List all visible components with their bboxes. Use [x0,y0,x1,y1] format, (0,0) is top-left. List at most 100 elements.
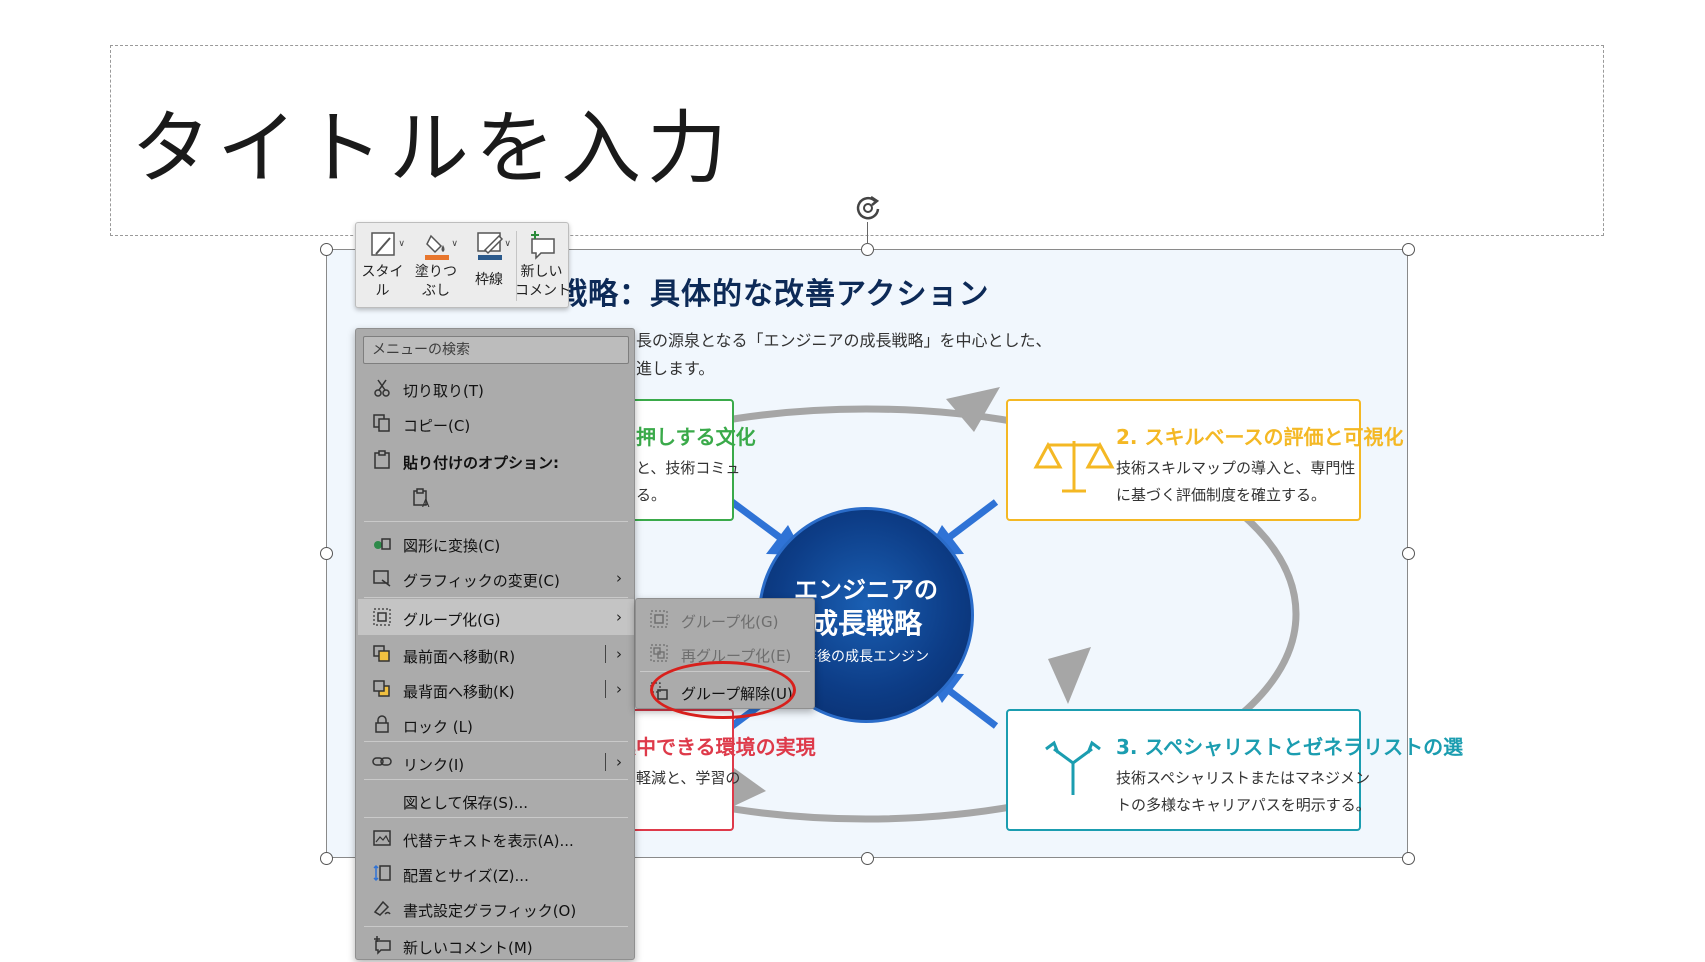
ring-arrowhead [946,387,1000,432]
resize-handle-top[interactable] [861,243,874,256]
change-graphic-icon [373,570,391,587]
card-text: 技術スキルマップの導入と、専門性 [1116,459,1356,477]
rotate-handle-icon[interactable] [853,193,883,223]
resize-handle-bottom-left[interactable] [320,852,333,865]
resize-handle-top-right[interactable] [1402,243,1415,256]
menu-item-new-comment[interactable]: 新しいコメント(M) [358,928,634,962]
regroup-icon [650,644,668,662]
menu-item-cut[interactable]: 切り取り(T) [358,371,634,405]
card-text: 軽減と、学習の [636,769,741,787]
resize-handle-bottom-right[interactable] [1402,852,1415,865]
resize-handle-top-left[interactable] [320,243,333,256]
paste-text-icon: A [413,488,430,510]
slide-subtitle: 進します。 [636,359,715,378]
menu-item-label: 図として保存(S)... [403,794,529,812]
size-position-icon [373,864,391,882]
card-title: 押しする文化 [636,425,756,449]
menu-item-label: グラフィックの変更(C) [403,572,560,590]
menu-item-send-to-back[interactable]: 最背面へ移動(K) › [358,672,634,706]
card-text: に基づく評価制度を確立する。 [1116,486,1327,504]
svg-text:A: A [422,497,430,510]
outline-button[interactable]: ∨ 枠線 [462,223,515,307]
copy-icon [373,414,390,432]
menu-item-size-position[interactable]: 配置とサイズ(Z)... [358,856,634,890]
menu-item-format-graphic[interactable]: 書式設定グラフィック(O) [358,891,634,925]
submenu-item-group[interactable]: グループ化(G) [637,603,815,635]
menu-item-label: 新しいコメント(M) [403,939,533,957]
new-comment-button[interactable]: 新しい コメント [515,223,571,307]
menu-separator [364,779,628,780]
menu-item-label: 図形に変換(C) [403,537,501,555]
group-icon [373,608,391,626]
chevron-right-icon[interactable]: › [616,680,622,698]
balance-scale-icon [1033,441,1115,493]
center-line1: エンジニアの [794,576,938,604]
lock-icon [375,715,389,733]
menu-item-label: グループ化(G) [403,611,501,629]
menu-item-convert-shape[interactable]: 図形に変換(C) [358,526,634,560]
fill-button[interactable]: ∨ 塗りつ ぶし [409,223,462,307]
new-comment-icon [374,936,391,955]
chevron-down-icon: ∨ [398,239,405,249]
bring-to-front-icon [373,645,390,662]
link-icon [372,757,392,766]
menu-item-copy[interactable]: コピー(C) [358,406,634,440]
menu-separator [364,741,628,742]
resize-handle-left[interactable] [320,547,333,560]
ring-arrowhead [1048,647,1091,704]
menu-separator [364,597,628,598]
chevron-right-icon[interactable]: › [616,645,622,663]
menu-item-save-as-picture[interactable]: 図として保存(S)... [358,783,634,817]
card-title: 集中できる環境の実現 [616,735,816,759]
slide-title: 長戦略：具体的な改善アクション [526,277,990,312]
resize-handle-right[interactable] [1402,547,1415,560]
blue-arrow [944,499,999,542]
convert-shape-icon [374,538,391,550]
menu-item-label: ロック (L) [403,718,473,736]
title-placeholder[interactable]: タイトルを入力 [110,45,1604,236]
rotate-stem [867,222,868,244]
menu-item-label: 最前面へ移動(R) [403,648,516,666]
new-comment-label: 新しい コメント [515,264,571,299]
card-skill-evaluation: 2. スキルベースの評価と可視化 技術スキルマップの導入と、専門性 に基づく評価… [1006,399,1403,521]
resize-handle-bottom[interactable] [861,852,874,865]
menu-item-group[interactable]: グループ化(G) › [358,599,634,635]
paste-option-keep-text[interactable]: A [358,481,634,515]
menu-search-input[interactable] [363,336,629,364]
new-comment-icon [531,231,555,260]
split-divider [605,753,606,771]
menu-item-paste-options: 貼り付けのオプション: [358,443,634,477]
menu-item-label: コピー(C) [403,417,471,435]
style-label: スタイ ル [361,264,404,299]
card-text: と、技術コミュ [636,459,741,477]
chevron-down-icon: ∨ [504,239,511,249]
menu-item-lock[interactable]: ロック (L) [358,707,634,741]
paint-bucket-icon [425,234,449,260]
fork-path-icon [1045,740,1101,795]
menu-item-alt-text[interactable]: 代替テキストを表示(A)... [358,821,634,855]
menu-item-label: 代替テキストを表示(A)... [403,832,574,850]
chevron-right-icon: › [616,569,622,587]
card-career-path: 3. スペシャリストとゼネラリストの選 技術スペシャリストまたはマネジメン トの… [1006,709,1463,831]
menu-item-label: 切り取り(T) [403,382,484,400]
split-divider [605,680,606,698]
card-title: 2. スキルベースの評価と可視化 [1116,425,1404,449]
menu-item-bring-to-front[interactable]: 最前面へ移動(R) › [358,637,634,671]
submenu-item-label: グループ化(G) [681,613,779,631]
slide-subtitle: 長の源泉となる「エンジニアの成長戦略」を中心とした、 [636,331,1052,350]
menu-item-change-graphic[interactable]: グラフィックの変更(C) › [358,561,634,595]
group-icon [650,610,668,628]
scissors-icon [374,379,390,397]
outline-label: 枠線 [475,272,503,288]
card-text: る。 [636,486,667,504]
menu-item-label: 貼り付けのオプション: [403,454,559,472]
menu-item-link[interactable]: リンク(I) › [358,745,634,779]
menu-separator [364,817,628,818]
blue-arrow [729,499,785,542]
pen-outline-icon [477,232,504,260]
style-button[interactable]: ∨ スタイ ル [356,223,409,307]
alt-text-icon [373,830,391,846]
chevron-right-icon[interactable]: › [616,753,622,771]
menu-item-label: リンク(I) [403,756,465,774]
chevron-down-icon: ∨ [451,239,458,249]
